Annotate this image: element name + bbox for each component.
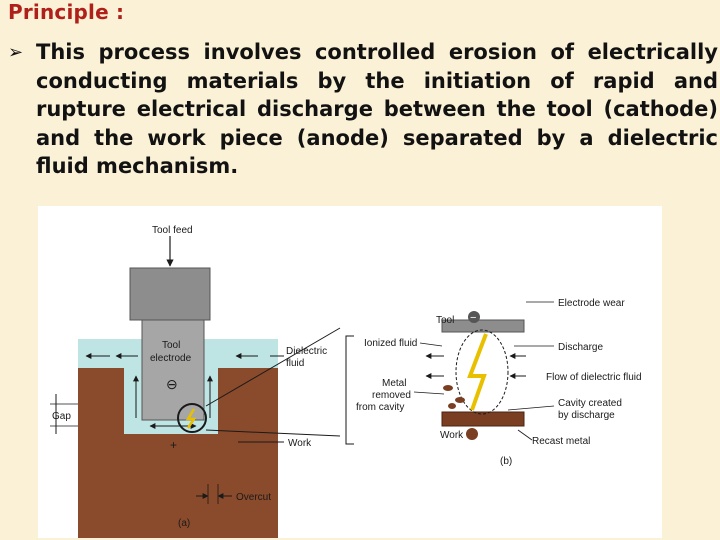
slide-title: Principle : bbox=[8, 0, 125, 24]
bullet-arrow-icon: ➢ bbox=[8, 42, 24, 63]
svg-text:−: − bbox=[470, 312, 476, 324]
edm-figure: Tool feed Tool electrode ⊖ Dielectric fl… bbox=[38, 206, 662, 538]
tool-holder bbox=[129, 267, 211, 321]
metal-removed-label: Metal bbox=[382, 378, 406, 389]
edm-diagram: Tool feed Tool electrode ⊖ Dielectric fl… bbox=[50, 225, 642, 538]
tool-plate bbox=[441, 319, 525, 333]
flow-dielectric-label: Flow of dielectric fluid bbox=[546, 372, 642, 383]
cavity-label-2: by discharge bbox=[558, 410, 615, 421]
flow-arrows-a bbox=[85, 353, 258, 429]
discharge-spark-icon bbox=[467, 333, 488, 411]
tool-electrode-label-2: electrode bbox=[150, 353, 192, 364]
electrode-wear-label: Electrode wear bbox=[558, 298, 625, 309]
tool-label-b: Tool bbox=[436, 315, 454, 326]
tool-electrode-label: Tool bbox=[162, 340, 180, 351]
recast-metal-label: Recast metal bbox=[532, 436, 590, 447]
work-label-b: Work bbox=[440, 430, 464, 441]
spark-zone-circle bbox=[177, 403, 207, 433]
figure-a: Tool feed Tool electrode ⊖ Dielectric fl… bbox=[50, 225, 327, 538]
work-plate bbox=[441, 411, 525, 427]
cathode-sign-icon: ⊖ bbox=[166, 376, 178, 392]
figure-b: Tool − Work Ioni bbox=[345, 298, 642, 467]
metal-removed-label-3: from cavity bbox=[356, 402, 404, 413]
zoom-line-bottom bbox=[205, 429, 341, 437]
metal-removed-label-2: removed bbox=[372, 390, 411, 401]
figure-a-caption: (a) bbox=[178, 518, 190, 529]
anode-sign-icon: + bbox=[170, 438, 177, 452]
dielectric-label-2: fluid bbox=[286, 358, 304, 369]
gap-label: Gap bbox=[52, 411, 71, 422]
principle-text: This process involves controlled erosion… bbox=[36, 40, 718, 178]
overcut-label: Overcut bbox=[236, 492, 271, 503]
dielectric-label: Dielectric bbox=[286, 346, 327, 357]
cavity-label: Cavity created bbox=[558, 398, 622, 409]
zoom-line-top bbox=[205, 327, 341, 407]
metal-debris bbox=[443, 385, 465, 409]
tool-feed-label: Tool feed bbox=[152, 225, 193, 236]
figure-b-caption: (b) bbox=[500, 456, 512, 467]
work-label-a: Work bbox=[288, 438, 312, 449]
anode-b-icon bbox=[466, 428, 478, 440]
ionized-fluid-label: Ionized fluid bbox=[364, 338, 417, 349]
spark-icon bbox=[185, 408, 197, 429]
flow-arrows-b bbox=[425, 353, 526, 379]
discharge-label: Discharge bbox=[558, 342, 603, 353]
ionized-zone bbox=[455, 329, 509, 415]
cathode-b-icon bbox=[468, 311, 480, 323]
